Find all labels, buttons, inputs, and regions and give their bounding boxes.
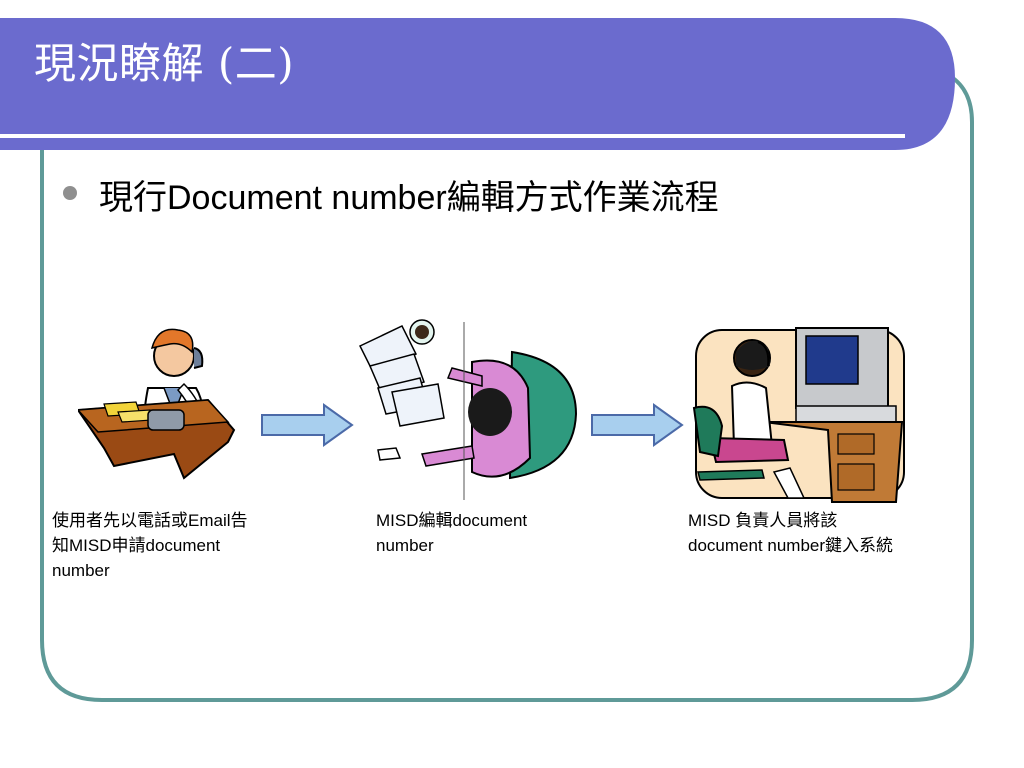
flow-arrow-2 xyxy=(591,403,684,447)
step-3-caption-line-2: document number鍵入系統 xyxy=(688,536,894,555)
step-3-caption: MISD 負責人員將該 document number鍵入系統 xyxy=(688,508,893,558)
editor-illustration xyxy=(358,319,578,500)
title-band xyxy=(0,18,955,150)
phone-user-illustration xyxy=(78,328,236,480)
step-1-caption: 使用者先以電話或Email告 知MISD申請document number xyxy=(52,508,248,583)
step-1-caption-line-2: 知MISD申請document xyxy=(52,536,221,555)
content-border xyxy=(40,74,974,702)
step-2-caption: MISD編輯document number xyxy=(376,508,527,558)
bullet-dot xyxy=(63,186,77,200)
computer-staff-illustration xyxy=(692,327,905,503)
step-2-caption-line-1: MISD編輯document xyxy=(376,511,528,530)
flow-arrow-1 xyxy=(261,403,354,447)
bullet-text: 現行Document number編輯方式作業流程 xyxy=(99,179,719,217)
title-underline xyxy=(0,134,905,138)
step-3-caption-line-1: MISD 負責人員將該 xyxy=(688,511,838,530)
slide-title: 現況瞭解 (二) xyxy=(34,39,295,88)
step-1-caption-line-1: 使用者先以電話或Email告 xyxy=(52,511,248,530)
step-2-caption-line-2: number xyxy=(376,536,434,555)
step-1-caption-line-3: number xyxy=(52,561,110,580)
